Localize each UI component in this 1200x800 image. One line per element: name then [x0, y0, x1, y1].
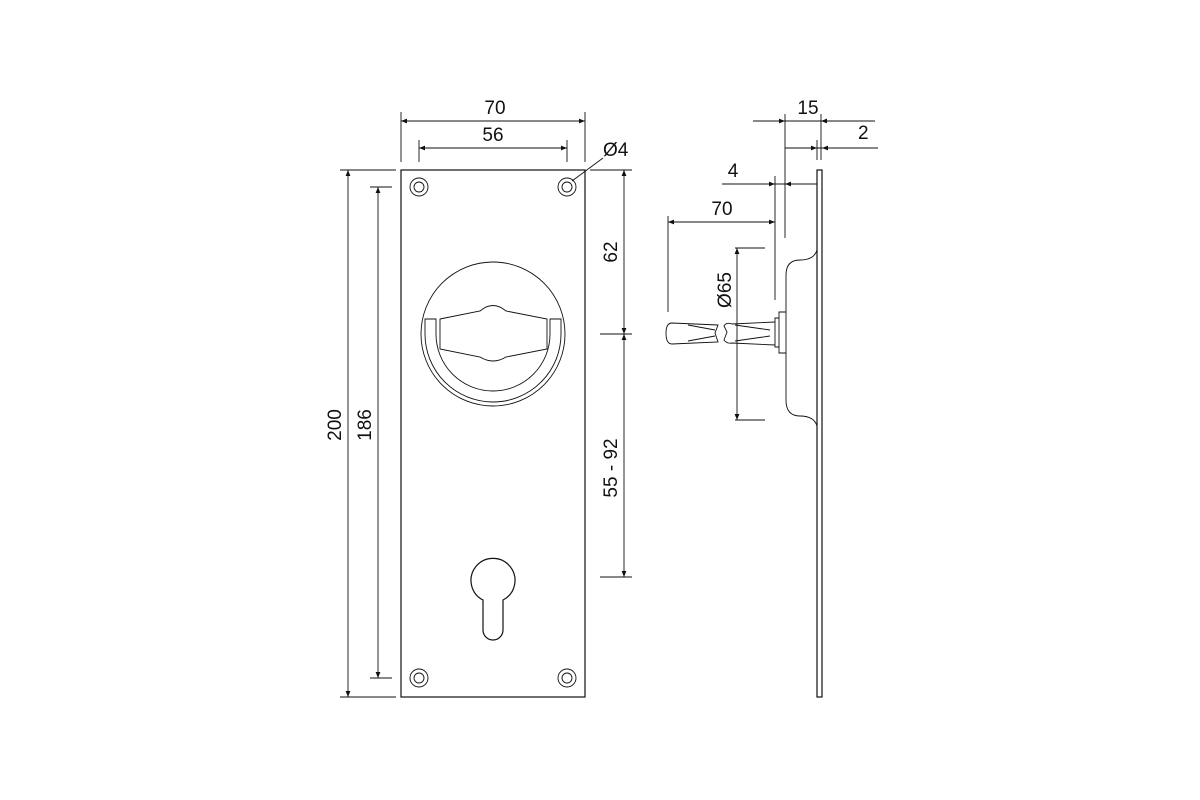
dim-rosette-diameter: Ø65	[715, 272, 736, 308]
dim-hole-spacing-width: 56	[482, 125, 503, 146]
front-dimensions: 70 56 Ø4 200 186 62 55 - 92	[325, 98, 632, 698]
side-plate	[816, 169, 823, 698]
cylinder-keyhole	[470, 557, 516, 641]
dim-overall-width: 70	[484, 98, 505, 119]
dim-plate-thickness: 2	[858, 123, 869, 144]
turn-handle-rosette	[420, 261, 566, 407]
dim-hole-diameter: Ø4	[603, 140, 629, 161]
side-view: 15 2 4 70 Ø65	[665, 98, 878, 698]
handle-lever	[665, 321, 776, 346]
dim-overall-height: 200	[325, 409, 346, 441]
screw-holes	[409, 177, 577, 688]
rosette-profile	[785, 249, 818, 427]
dim-spindle-length: 70	[711, 199, 732, 220]
dim-offset: 4	[728, 161, 739, 182]
side-dimensions: 15 2 4 70 Ø65	[667, 98, 878, 421]
front-view: 70 56 Ø4 200 186 62 55 - 92	[325, 98, 632, 698]
dim-handle-to-cylinder: 55 - 92	[601, 438, 622, 497]
dim-hole-spacing-height: 186	[355, 409, 376, 441]
back-plate	[400, 169, 586, 698]
dim-depth: 15	[797, 98, 818, 119]
spindle-base	[774, 311, 786, 354]
dim-top-to-handle: 62	[601, 241, 622, 262]
